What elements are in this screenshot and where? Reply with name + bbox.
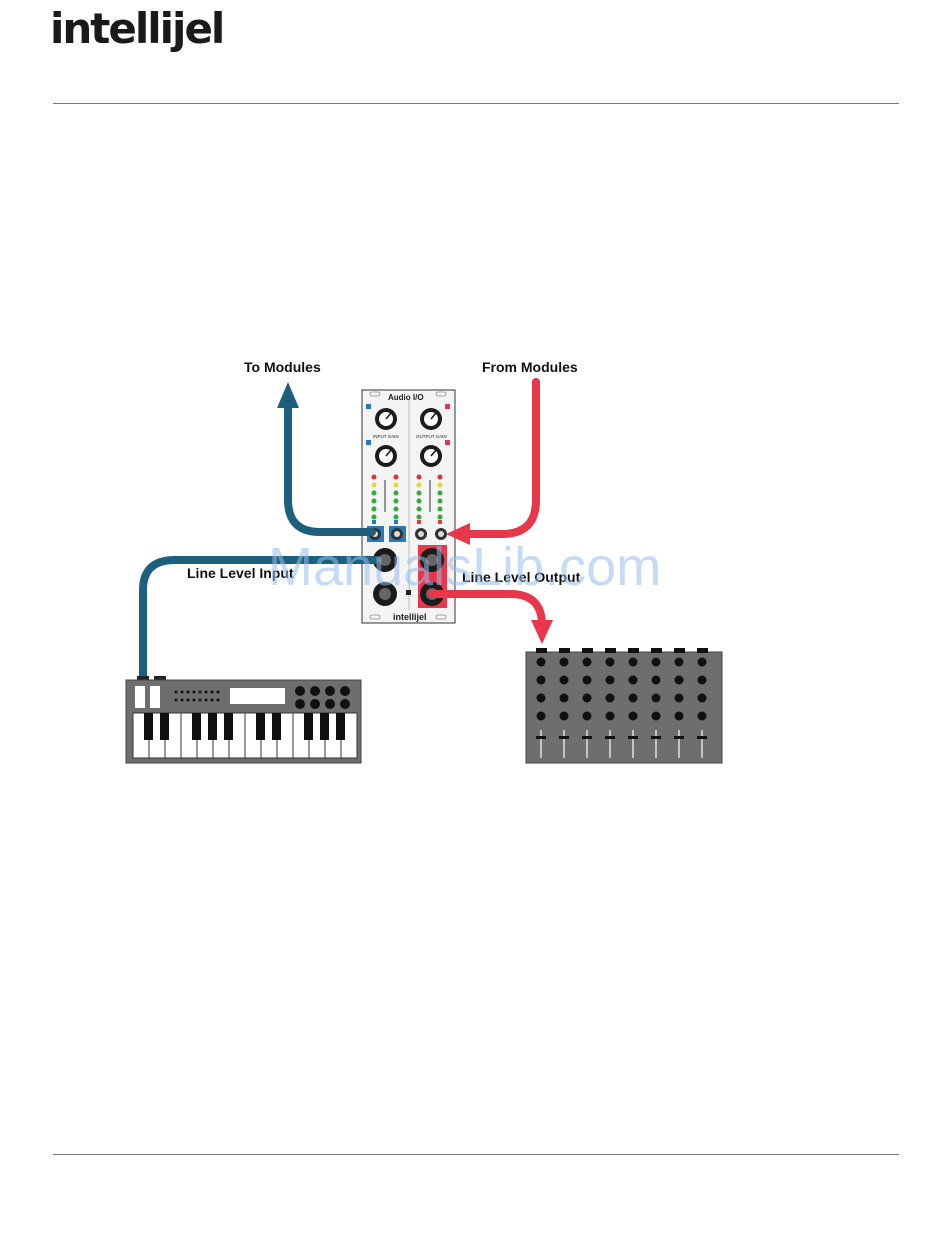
input-gain-label: INPUT GAIN xyxy=(373,434,399,439)
module-title: Audio I/O xyxy=(388,393,424,402)
to-modules-cable xyxy=(288,400,372,532)
manualslib-watermark: ManualsLib.com xyxy=(268,536,661,598)
keyboard-synth xyxy=(126,676,361,763)
keyboard-keys xyxy=(133,713,357,758)
input-gain-knob-bottom[interactable] xyxy=(375,445,397,467)
keyboard-display xyxy=(230,688,285,704)
output-gain-label: OUTPUT GAIN xyxy=(416,434,447,439)
to-modules-label: To Modules xyxy=(244,359,321,375)
output-gain-knob-top[interactable] xyxy=(420,408,442,430)
from-modules-cable xyxy=(462,382,536,534)
input-gain-knob-top[interactable] xyxy=(375,408,397,430)
output-gain-knob-bottom[interactable] xyxy=(420,445,442,467)
mixer xyxy=(526,648,722,763)
from-modules-label: From Modules xyxy=(482,359,578,375)
module-brand: intellijel xyxy=(393,612,427,622)
footer-divider xyxy=(53,1154,899,1155)
line-output-arrow-icon xyxy=(531,620,553,644)
to-modules-arrow-icon xyxy=(277,382,299,408)
